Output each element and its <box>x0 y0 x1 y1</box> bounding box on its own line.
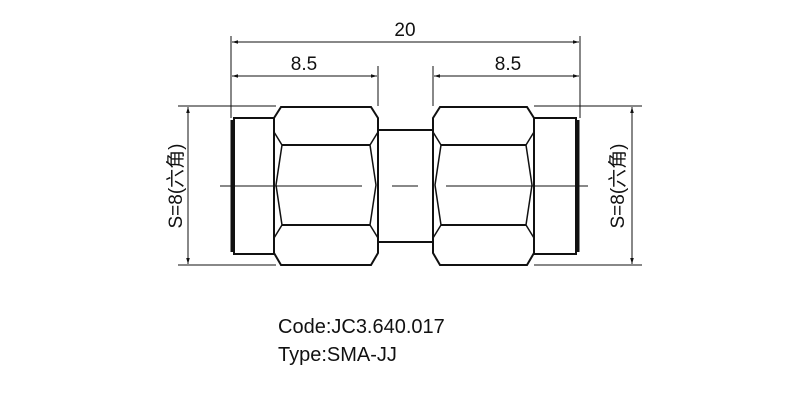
dimension-overall-label: 20 <box>394 20 415 41</box>
middle-body <box>378 129 433 243</box>
dimension-right-label: 8.5 <box>495 54 521 75</box>
extension-lines <box>178 36 642 266</box>
dimension-left-hex: S=8(六角) <box>165 107 190 264</box>
dimension-right-hex: S=8(六角) <box>607 107 634 264</box>
product-code: Code:JC3.640.017 <box>278 316 445 338</box>
left-hex-size-label: S=8(六角) <box>165 144 187 229</box>
left-hex-nut <box>273 106 379 266</box>
product-type: Type:SMA-JJ <box>278 344 397 366</box>
right-hex-size-label: S=8(六角) <box>607 144 629 229</box>
dimension-left-label: 8.5 <box>291 54 317 75</box>
dimension-overall: 20 <box>232 20 579 44</box>
right-hex-nut <box>432 106 535 266</box>
dimension-left-segment: 8.5 <box>232 54 377 78</box>
dimension-right-segment: 8.5 <box>434 54 579 78</box>
